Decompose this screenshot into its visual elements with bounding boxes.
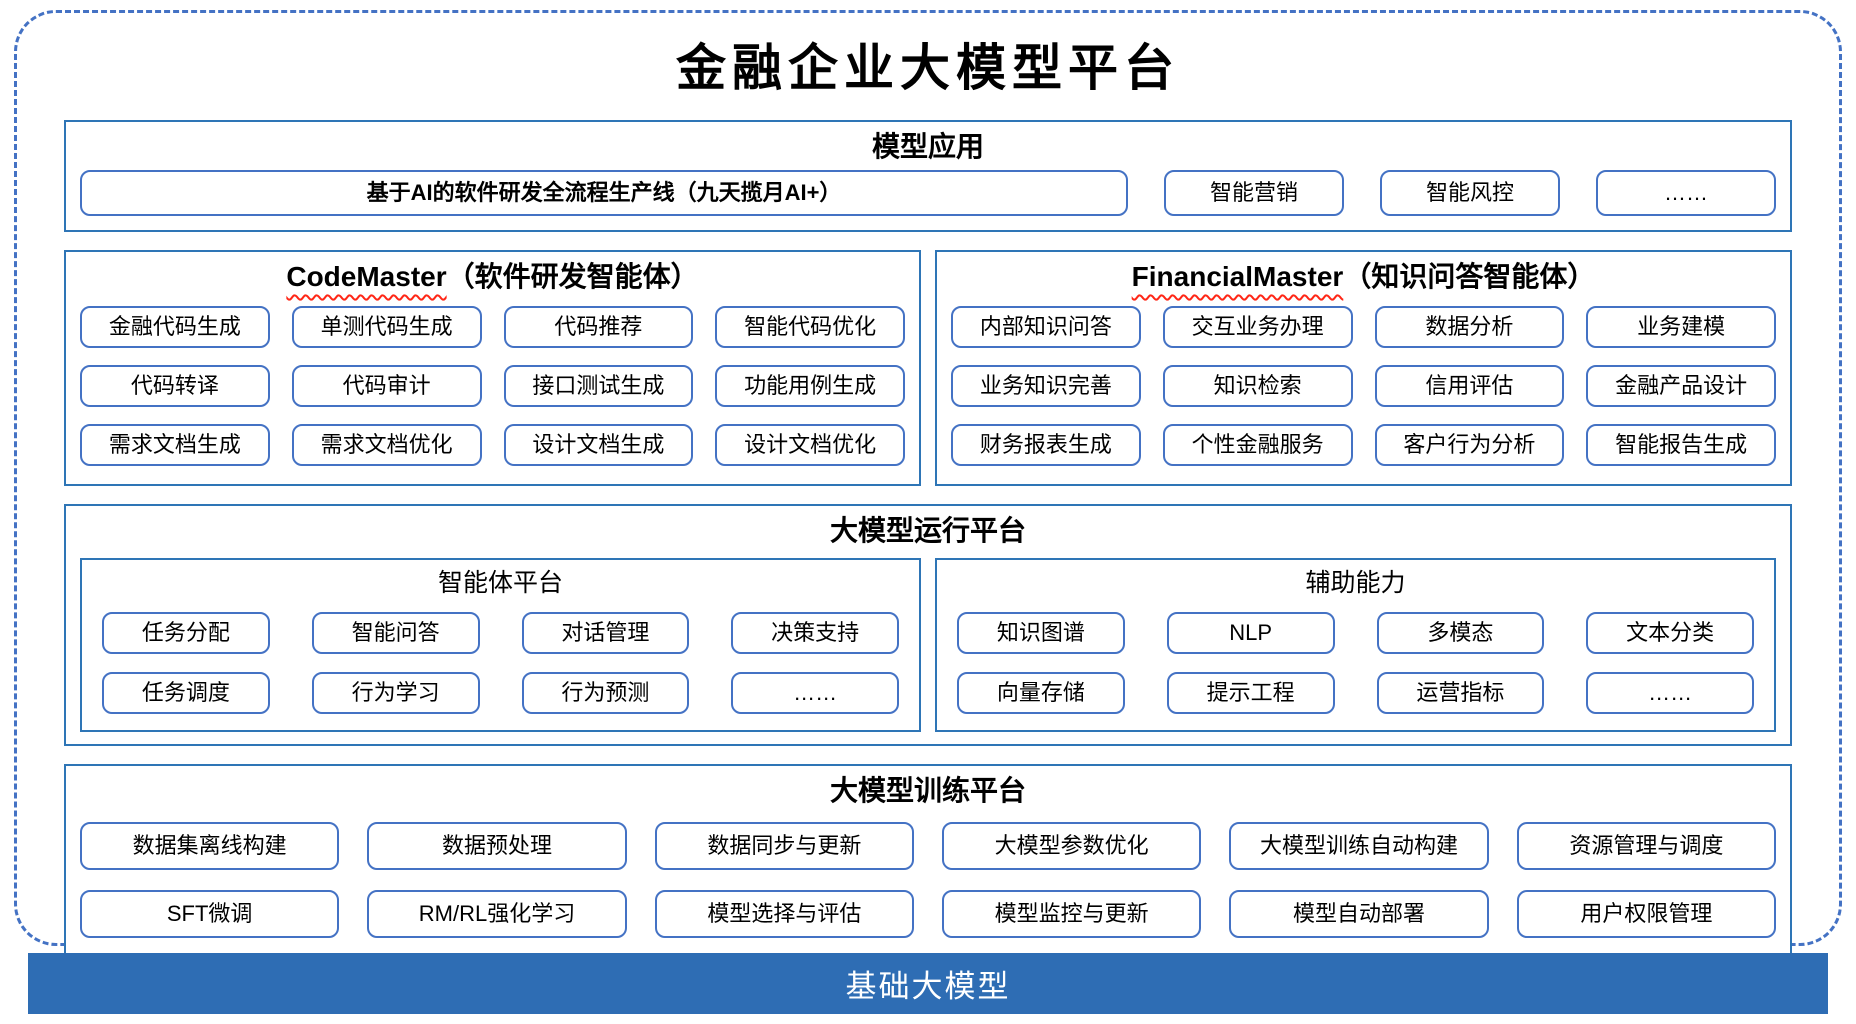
auxiliary-capability-item: NLP <box>1166 612 1335 654</box>
codemaster-item: 代码推荐 <box>503 306 694 348</box>
codemaster-item: 设计文档优化 <box>715 424 905 466</box>
app-pipeline-item: 基于AI的软件研发全流程生产线（九天揽月AI+） <box>80 170 1128 216</box>
financialmaster-item: 金融产品设计 <box>1586 365 1776 407</box>
app-item: 智能营销 <box>1164 170 1344 216</box>
section-training-platform: 大模型训练平台 数据集离线构建数据预处理数据同步与更新大模型参数优化大模型训练自… <box>64 764 1792 956</box>
auxiliary-capability-item: …… <box>1586 672 1754 714</box>
section-runtime-platform: 大模型运行平台 智能体平台 任务分配智能问答对话管理决策支持任务调度行为学习行为… <box>64 504 1792 746</box>
subsection-auxiliary-capabilities: 辅助能力 知识图谱 NLP 多模态文本分类向量存储提示工程运营指标 …… <box>935 558 1776 732</box>
auxiliary-capability-item: 提示工程 <box>1166 672 1335 714</box>
section-financialmaster: FinancialMaster（知识问答智能体） 内部知识问答交互业务办理数据分… <box>935 250 1792 486</box>
training-item: 资源管理与调度 <box>1516 822 1776 870</box>
agent-platform-item: 决策支持 <box>731 612 899 654</box>
training-item: SFT微调 <box>80 890 340 938</box>
financialmaster-item: 知识检索 <box>1162 365 1353 407</box>
training-item: 模型选择与评估 <box>654 890 914 938</box>
training-item: 模型监控与更新 <box>942 890 1202 938</box>
agent-platform-item: …… <box>731 672 899 714</box>
training-item: 数据集离线构建 <box>80 822 340 870</box>
app-items: 智能营销智能风控 …… <box>1164 170 1776 216</box>
agent-platform-item: 对话管理 <box>521 612 690 654</box>
page-title: 金融企业大模型平台 <box>676 40 1180 96</box>
runtime-platform-header: 大模型运行平台 <box>829 515 1026 546</box>
training-item: 大模型训练自动构建 <box>1229 822 1489 870</box>
agent-platform-item: 行为学习 <box>311 672 480 714</box>
foundation-model-bar: 基础大模型 <box>28 953 1828 1014</box>
agents-row: CodeMaster（软件研发智能体） 金融代码生成单测代码生成代码推荐智能代码… <box>64 250 1792 486</box>
codemaster-suffix: （软件研发智能体） <box>446 261 699 292</box>
agent-platform-header: 智能体平台 <box>437 569 563 597</box>
auxiliary-capability-item: 运营指标 <box>1376 672 1545 714</box>
agent-platform-item: 行为预测 <box>521 672 690 714</box>
financialmaster-item: 数据分析 <box>1374 306 1565 348</box>
codemaster-item: 需求文档优化 <box>291 424 482 466</box>
diagram-content: 金融企业大模型平台 模型应用 基于AI的软件研发全流程生产线（九天揽月AI+） … <box>64 40 1792 956</box>
app-item: …… <box>1596 170 1776 216</box>
training-item: 模型自动部署 <box>1229 890 1489 938</box>
auxiliary-capability-item: 多模态 <box>1376 612 1545 654</box>
agent-platform-item: 智能问答 <box>311 612 480 654</box>
financialmaster-item: 客户行为分析 <box>1374 424 1565 466</box>
financialmaster-item: 业务知识完善 <box>951 365 1141 407</box>
app-item: 智能风控 <box>1380 170 1560 216</box>
training-item: RM/RL强化学习 <box>367 890 627 938</box>
codemaster-grid: 金融代码生成单测代码生成代码推荐智能代码优化代码转译代码审计接口测试生成功能用例… <box>80 306 905 466</box>
codemaster-name: CodeMaster <box>286 261 447 292</box>
training-item: 用户权限管理 <box>1516 890 1776 938</box>
section-model-applications: 模型应用 基于AI的软件研发全流程生产线（九天揽月AI+） 智能营销智能风控 …… <box>64 120 1792 232</box>
codemaster-header: CodeMaster（软件研发智能体） <box>80 258 905 296</box>
financialmaster-item: 信用评估 <box>1374 365 1565 407</box>
codemaster-item: 金融代码生成 <box>80 306 270 348</box>
financialmaster-item: 智能报告生成 <box>1586 424 1776 466</box>
runtime-subsections: 智能体平台 任务分配智能问答对话管理决策支持任务调度行为学习行为预测 …… 辅助能… <box>80 558 1776 732</box>
codemaster-item: 需求文档生成 <box>80 424 270 466</box>
training-item: 数据预处理 <box>367 822 627 870</box>
codemaster-item: 代码审计 <box>291 365 482 407</box>
codemaster-item: 代码转译 <box>80 365 270 407</box>
agent-platform-grid: 任务分配智能问答对话管理决策支持任务调度行为学习行为预测 …… <box>102 612 899 714</box>
model-applications-row: 基于AI的软件研发全流程生产线（九天揽月AI+） 智能营销智能风控 …… <box>80 170 1776 216</box>
training-item: 数据同步与更新 <box>654 822 914 870</box>
financialmaster-item: 内部知识问答 <box>951 306 1141 348</box>
auxiliary-capabilities-header: 辅助能力 <box>1305 569 1406 597</box>
financialmaster-header: FinancialMaster（知识问答智能体） <box>951 258 1776 296</box>
financialmaster-item: 财务报表生成 <box>951 424 1141 466</box>
financialmaster-item: 个性金融服务 <box>1162 424 1353 466</box>
section-codemaster: CodeMaster（软件研发智能体） 金融代码生成单测代码生成代码推荐智能代码… <box>64 250 921 486</box>
codemaster-item: 功能用例生成 <box>715 365 905 407</box>
agent-platform-item: 任务调度 <box>102 672 270 714</box>
codemaster-item: 智能代码优化 <box>715 306 905 348</box>
training-platform-header: 大模型训练平台 <box>829 775 1026 806</box>
agent-platform-item: 任务分配 <box>102 612 270 654</box>
codemaster-item: 设计文档生成 <box>503 424 694 466</box>
financialmaster-suffix: （知识问答智能体） <box>1343 261 1596 292</box>
auxiliary-capabilities-grid: 知识图谱 NLP 多模态文本分类向量存储提示工程运营指标 …… <box>957 612 1754 714</box>
subsection-agent-platform: 智能体平台 任务分配智能问答对话管理决策支持任务调度行为学习行为预测 …… <box>80 558 921 732</box>
codemaster-item: 单测代码生成 <box>291 306 482 348</box>
financialmaster-item: 业务建模 <box>1586 306 1776 348</box>
financialmaster-grid: 内部知识问答交互业务办理数据分析业务建模业务知识完善知识检索信用评估金融产品设计… <box>951 306 1776 466</box>
financialmaster-name: FinancialMaster <box>1131 261 1344 292</box>
auxiliary-capability-item: 文本分类 <box>1586 612 1754 654</box>
training-item: 大模型参数优化 <box>942 822 1202 870</box>
financialmaster-item: 交互业务办理 <box>1162 306 1353 348</box>
codemaster-item: 接口测试生成 <box>503 365 694 407</box>
auxiliary-capability-item: 向量存储 <box>957 672 1125 714</box>
model-applications-header: 模型应用 <box>871 131 984 162</box>
training-platform-grid: 数据集离线构建数据预处理数据同步与更新大模型参数优化大模型训练自动构建资源管理与… <box>80 822 1776 938</box>
auxiliary-capability-item: 知识图谱 <box>957 612 1125 654</box>
